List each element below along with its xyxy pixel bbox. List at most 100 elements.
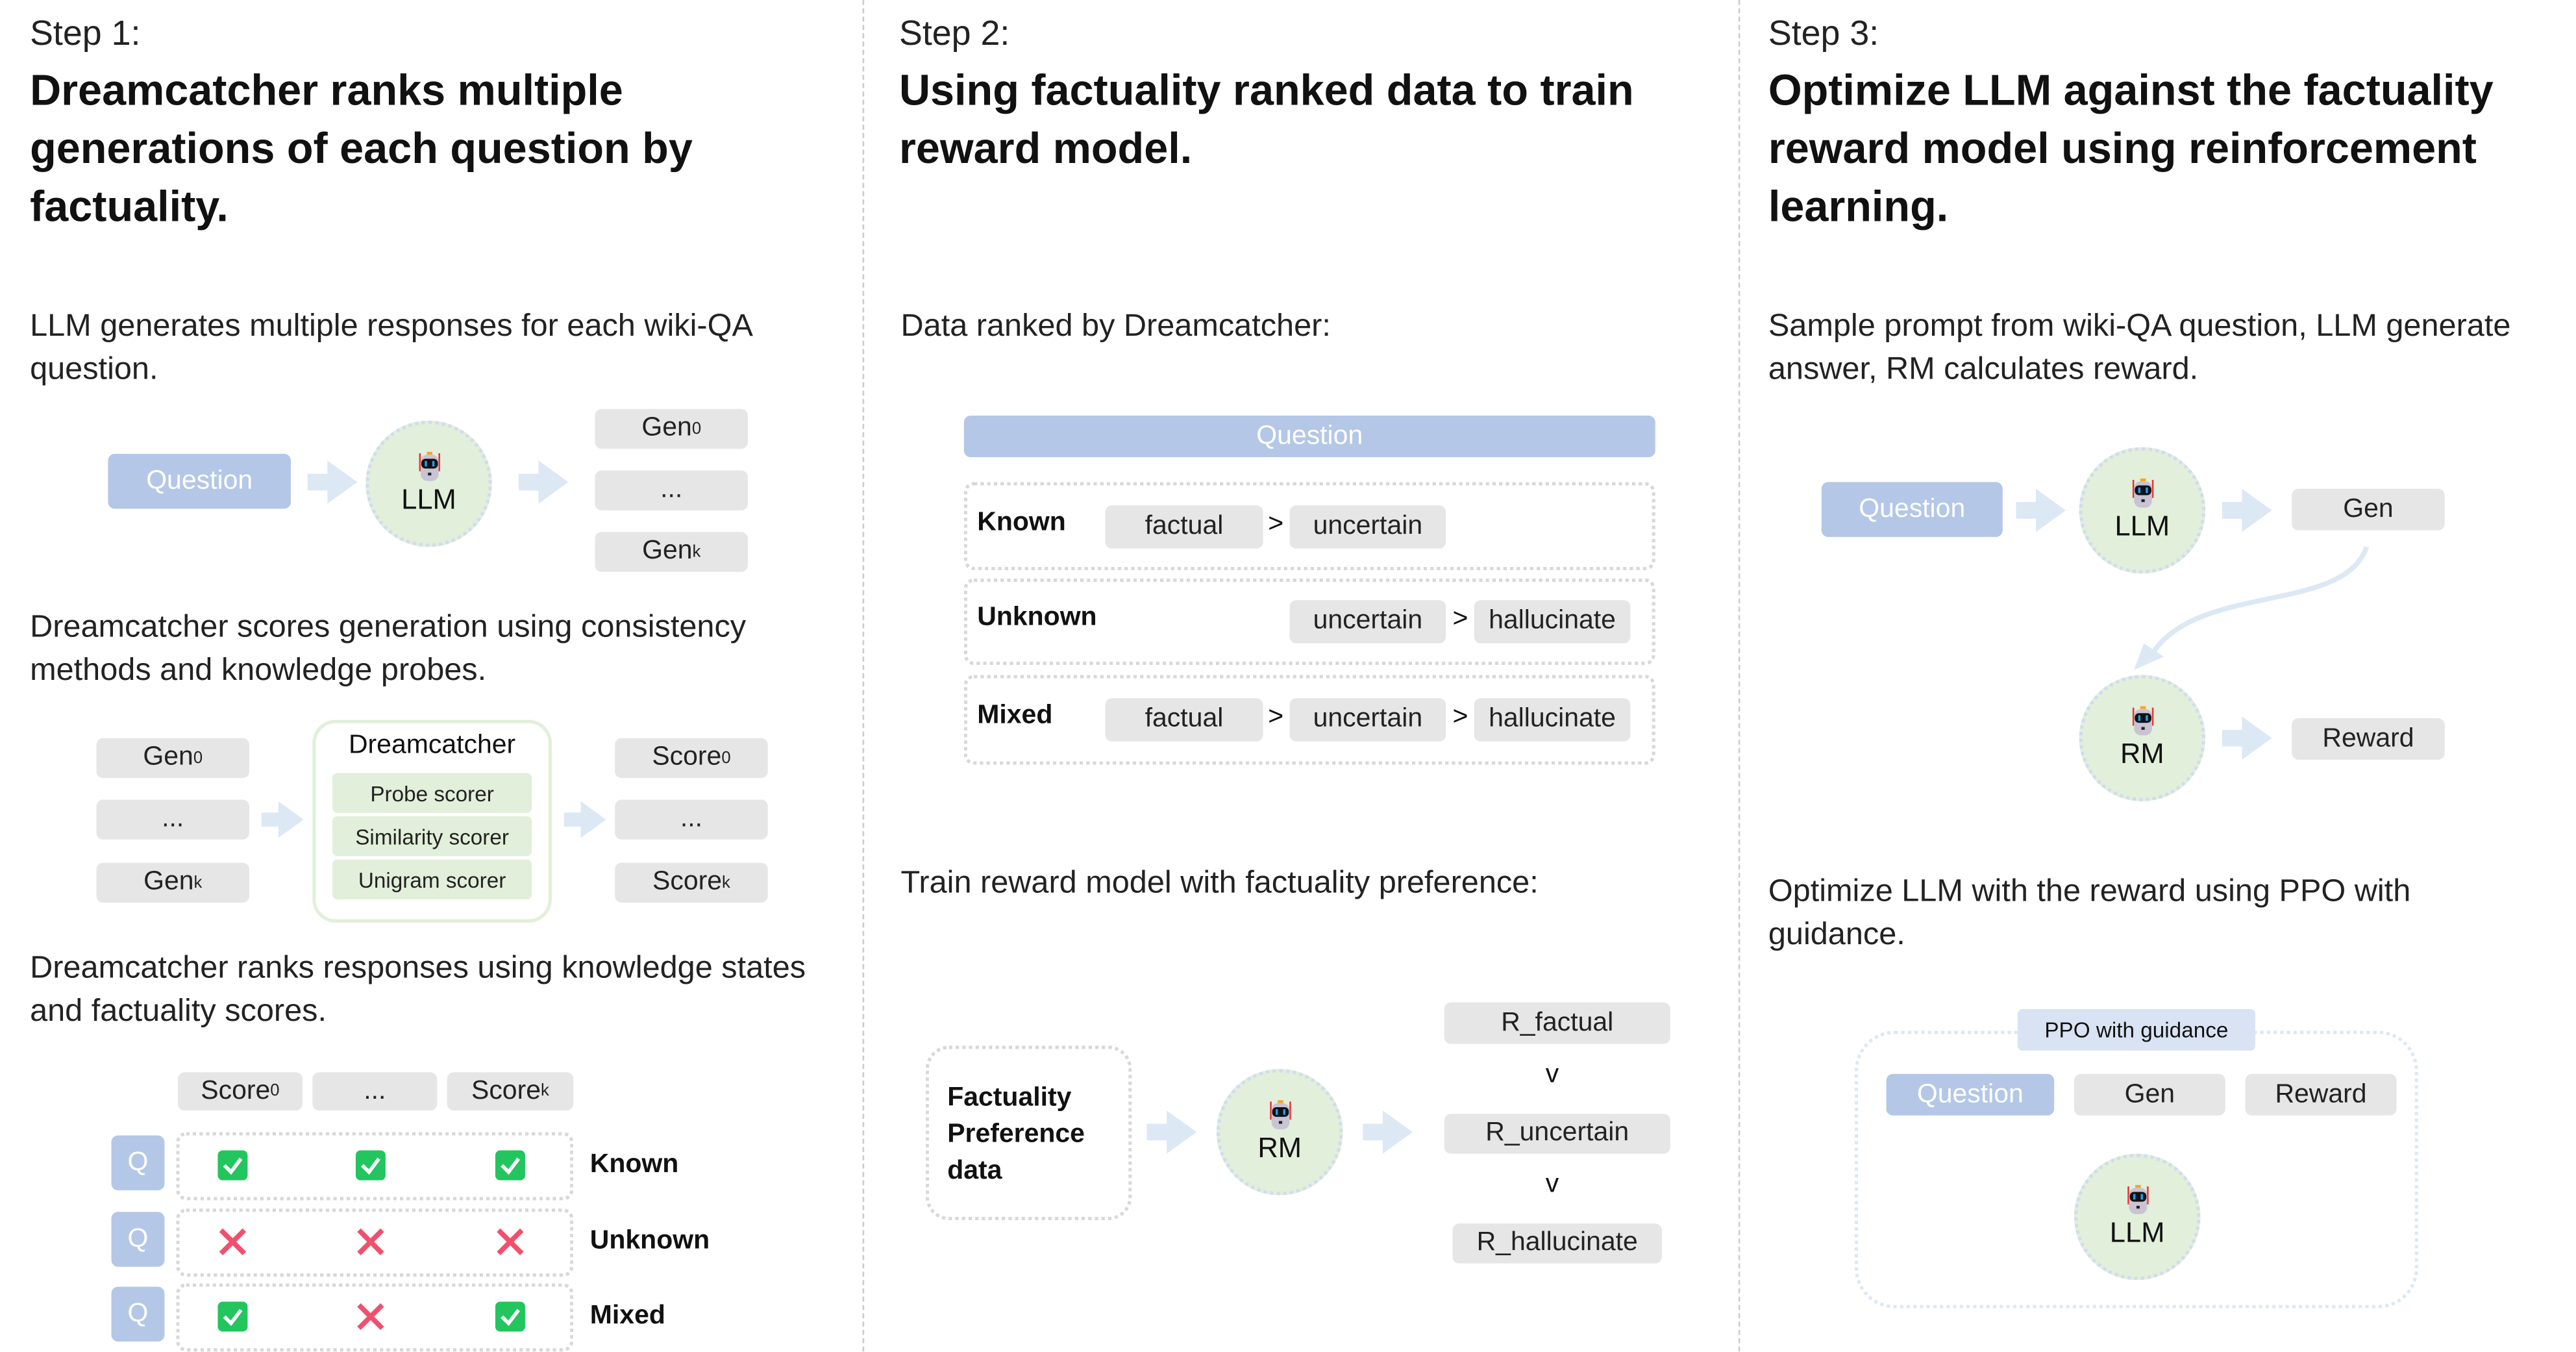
scorer-item: Unigram scorer (332, 859, 532, 899)
column-divider (862, 0, 865, 1352)
knowledge-state-label: Mixed (589, 1301, 665, 1330)
rm-label: RM (1257, 1132, 1302, 1164)
step1-text3: Dreamcatcher ranks responses using knowl… (30, 951, 806, 1029)
arrow-icon (2222, 716, 2272, 760)
score-header: ... (312, 1072, 438, 1111)
knowledge-state-label: Known (977, 508, 1066, 536)
check-icon (217, 1301, 248, 1332)
greater-than-symbol: > (1268, 703, 1284, 732)
arrow-icon (261, 801, 304, 838)
ranked-row (963, 578, 1655, 665)
knowledge-state-label: Known (589, 1150, 679, 1179)
check-icon (495, 1150, 525, 1181)
cross-icon (357, 1303, 384, 1331)
arrow-icon (2222, 489, 2272, 532)
knowledge-state-label: Mixed (977, 701, 1053, 730)
gen-box: ... (96, 799, 249, 840)
step2-text2: Train reward model with factuality prefe… (900, 866, 1539, 901)
step2-title: Using factuality ranked data to train re… (899, 62, 1634, 178)
robot-icon (2123, 1184, 2151, 1217)
rm-node: RM (2079, 675, 2206, 801)
greater-than-symbol: > (1268, 509, 1284, 538)
label-chip: factual (1105, 698, 1263, 742)
title-line: Optimize LLM against the factuality (1768, 64, 2494, 115)
llm-label: LLM (2114, 510, 2170, 542)
title-line: generations of each question by (30, 123, 693, 173)
ppo-label: PPO with guidance (2017, 1008, 2255, 1051)
step3-text1: Sample prompt from wiki-QA question, LLM… (1768, 309, 2511, 388)
arrow-icon (564, 801, 607, 838)
question-box: Question (1821, 482, 2003, 537)
robot-icon (2128, 705, 2157, 738)
cross-icon (219, 1228, 247, 1255)
question-bar: Question (963, 416, 1655, 457)
cross-icon (357, 1228, 384, 1255)
robot-icon (1265, 1099, 1294, 1132)
check-icon (495, 1301, 525, 1332)
label-chip: uncertain (1289, 504, 1446, 548)
column-divider (1738, 0, 1740, 1352)
step1-label: Step 1: (30, 15, 141, 53)
reward-factual: R_factual (1444, 1002, 1670, 1044)
ranked-row (963, 482, 1655, 571)
title-line: Using factuality ranked data to train (898, 64, 1634, 115)
step2-label: Step 2: (898, 15, 1010, 53)
rm-label: RM (2120, 738, 2164, 770)
ppo-gen: Gen (2074, 1073, 2225, 1116)
step1-title: Dreamcatcher ranks multiple generations … (30, 62, 693, 236)
llm-label: LLM (2109, 1216, 2165, 1249)
scorer-item: Similarity scorer (332, 816, 532, 857)
dreamcatcher-box (312, 720, 552, 923)
score-box: ... (615, 799, 768, 840)
label-chip: uncertain (1289, 698, 1446, 742)
order-symbol: v (1545, 1170, 1559, 1199)
rank-row (176, 1283, 574, 1352)
label-chip: factual (1105, 504, 1263, 548)
greater-than-symbol: > (1452, 605, 1468, 634)
gen-box: Gen (2292, 488, 2445, 531)
label-chip: hallucinate (1474, 600, 1631, 644)
llm-node: LLM (2079, 447, 2206, 574)
arrow-icon (519, 460, 569, 504)
q-box: Q (111, 1286, 165, 1342)
step1-text2: Dreamcatcher scores generation using con… (30, 610, 747, 688)
knowledge-state-label: Unknown (589, 1227, 710, 1255)
arrow-icon (2016, 489, 2066, 532)
reward-uncertain: R_uncertain (1444, 1114, 1670, 1154)
arrow-icon (308, 460, 358, 504)
ppo-llm-node: LLM (2074, 1153, 2201, 1281)
step3-label: Step 3: (1768, 15, 1879, 53)
step3-text2: Optimize LLM with the reward using PPO w… (1768, 874, 2411, 953)
question-box: Question (108, 453, 291, 509)
title-line: reward model. (898, 123, 1193, 173)
llm-node: LLM (365, 420, 492, 547)
label-chip: uncertain (1289, 600, 1446, 644)
robot-icon (2128, 477, 2157, 510)
dreamcatcher-label: Dreamcatcher (348, 731, 516, 760)
title-line: Dreamcatcher ranks multiple (30, 64, 623, 115)
curved-arrow-icon (2134, 545, 2370, 670)
scorer-item: Probe scorer (332, 773, 532, 813)
title-line: factuality. (30, 181, 229, 231)
preference-data-box (925, 1045, 1132, 1221)
check-icon (355, 1150, 386, 1181)
robot-icon (415, 451, 443, 484)
step3-title: Optimize LLM against the factuality rewa… (1768, 62, 2494, 236)
greater-than-symbol: > (1452, 703, 1468, 732)
ppo-reward: Reward (2245, 1073, 2397, 1116)
reward-hallucinate: R_hallucinate (1452, 1223, 1662, 1264)
llm-label: LLM (401, 483, 456, 516)
reward-box: Reward (2292, 718, 2445, 760)
q-box: Q (111, 1135, 165, 1190)
arrow-icon (1146, 1110, 1196, 1154)
